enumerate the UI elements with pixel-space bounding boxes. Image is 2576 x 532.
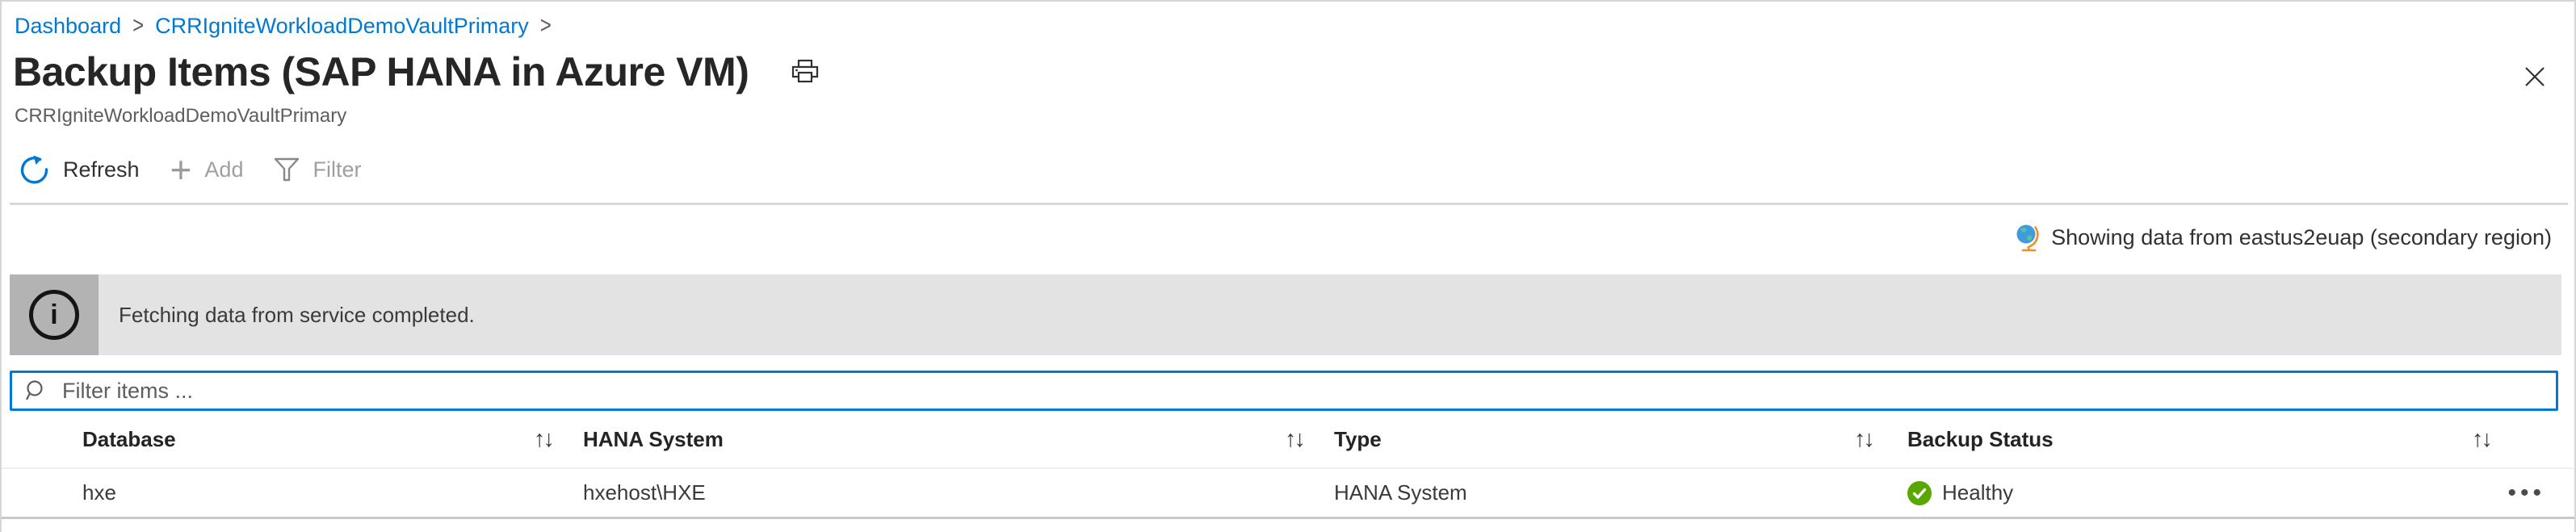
filter-label: Filter: [313, 157, 362, 182]
info-banner: i Fetching data from service completed.: [10, 274, 2561, 355]
ellipsis-icon: •••: [2507, 479, 2545, 506]
column-header-hana-system[interactable]: HANA System ↑↓: [559, 426, 1310, 453]
cell-row-menu: •••: [2497, 479, 2574, 506]
page-subtitle: CRRIgniteWorkloadDemoVaultPrimary: [15, 105, 347, 127]
chevron-right-icon: >: [539, 11, 552, 40]
sort-icon[interactable]: ↑↓: [1285, 425, 1306, 452]
chevron-right-icon: >: [132, 11, 145, 40]
printer-icon: [791, 59, 820, 85]
refresh-label: Refresh: [63, 157, 140, 182]
close-icon: [2523, 65, 2547, 89]
refresh-button[interactable]: Refresh: [19, 154, 140, 185]
sort-icon[interactable]: ↑↓: [1854, 425, 1875, 452]
column-header-backup-status[interactable]: Backup Status ↑↓: [1879, 426, 2497, 453]
close-button[interactable]: [2523, 65, 2547, 89]
region-status: Showing data from eastus2euap (secondary…: [2, 220, 2574, 255]
toolbar-divider: [10, 203, 2568, 205]
column-label: Type: [1334, 426, 1382, 451]
row-menu-button[interactable]: •••: [2507, 479, 2545, 506]
cell-type: HANA System: [1334, 480, 1467, 505]
breadcrumb: Dashboard > CRRIgniteWorkloadDemoVaultPr…: [2, 2, 2574, 40]
column-label: Backup Status: [1907, 426, 2054, 451]
backup-status-text: Healthy: [1942, 480, 2014, 505]
funnel-icon: [274, 157, 300, 182]
column-header-database[interactable]: Database ↑↓: [2, 426, 559, 453]
region-status-text: Showing data from eastus2euap (secondary…: [2051, 224, 2552, 249]
info-icon: i: [29, 290, 79, 340]
column-header-type[interactable]: Type ↑↓: [1310, 426, 1879, 453]
table-row[interactable]: hxe hxehost\HXE HANA System Healthy •••: [2, 469, 2574, 519]
breadcrumb-vault[interactable]: CRRIgniteWorkloadDemoVaultPrimary: [155, 14, 529, 38]
sort-icon[interactable]: ↑↓: [2472, 425, 2493, 452]
globe-icon: [2012, 223, 2041, 252]
add-label: Add: [204, 157, 244, 182]
plus-icon: +: [170, 149, 192, 191]
filter-button[interactable]: Filter: [274, 157, 361, 182]
sort-icon[interactable]: ↑↓: [534, 425, 555, 452]
table-header-row: Database ↑↓ HANA System ↑↓ Type ↑↓ Backu…: [2, 411, 2574, 469]
search-icon: [12, 379, 61, 403]
refresh-icon: [19, 154, 50, 185]
title-row: Backup Items (SAP HANA in Azure VM): [2, 48, 2574, 95]
filter-input-box: [10, 371, 2558, 411]
print-button[interactable]: [791, 59, 820, 85]
info-banner-text: Fetching data from service completed.: [119, 302, 475, 327]
info-icon-box: i: [10, 274, 99, 355]
add-button[interactable]: + Add: [170, 149, 244, 191]
cell-database: hxe: [82, 480, 116, 505]
backup-items-table: Database ↑↓ HANA System ↑↓ Type ↑↓ Backu…: [2, 411, 2574, 519]
healthy-check-icon: [1907, 480, 1932, 505]
column-label: HANA System: [583, 426, 724, 451]
filter-items-input[interactable]: [61, 374, 2556, 408]
column-label: Database: [82, 426, 176, 451]
cell-hana-system: hxehost\HXE: [583, 480, 706, 505]
breadcrumb-dashboard[interactable]: Dashboard: [15, 14, 122, 38]
cell-backup-status: Healthy: [1879, 480, 2497, 505]
page-title: Backup Items (SAP HANA in Azure VM): [13, 49, 749, 94]
toolbar: Refresh + Add Filter: [2, 150, 2574, 189]
